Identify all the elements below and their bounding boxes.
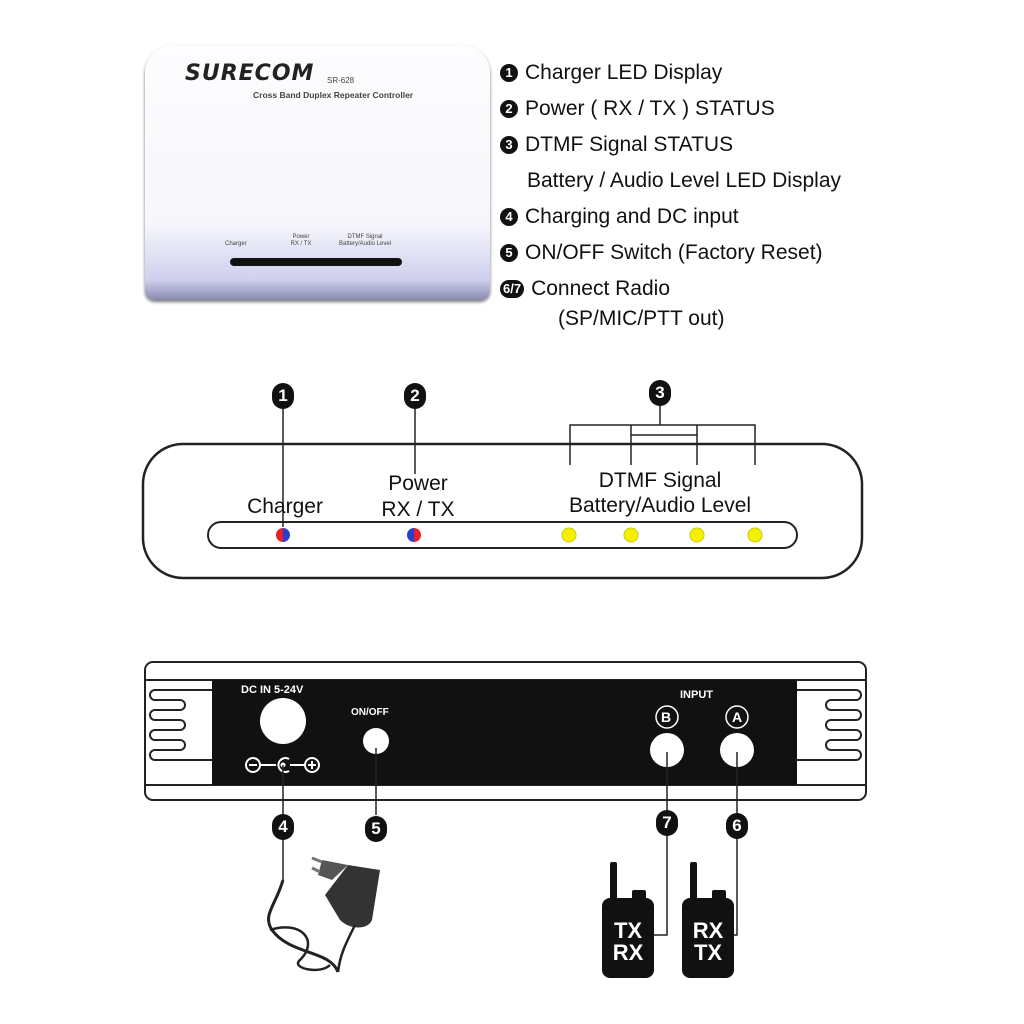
legend-text: Connect Radio: [531, 277, 670, 300]
model-label: SR-628: [327, 76, 355, 85]
port-a-label: A: [732, 709, 743, 725]
cooling-fins-left: [149, 689, 212, 761]
callout-2: 2: [404, 383, 426, 409]
legend-item: Battery / Audio Level LED Display: [500, 163, 841, 199]
led-charger: [276, 528, 290, 542]
legend-text: (SP/MIC/PTT out): [558, 307, 725, 330]
led-power: [407, 528, 421, 542]
rear-black-panel: [212, 680, 797, 785]
legend-item: 2 Power ( RX / TX ) STATUS: [500, 91, 841, 127]
device-dtmf-label: DTMF Signal Battery/Audio Level: [330, 234, 400, 248]
callout-bracket-3: [569, 405, 756, 465]
legend-number: 1: [500, 64, 518, 82]
legend-text: ON/OFF Switch (Factory Reset): [525, 241, 823, 264]
legend-text: Charging and DC input: [525, 205, 739, 228]
legend-number: 3: [500, 136, 518, 154]
callout-1: 1: [272, 383, 294, 409]
callout-6: 6: [726, 813, 748, 839]
device-charger-label: Charger: [225, 241, 247, 247]
legend-number: 4: [500, 208, 518, 226]
led-level-1: [561, 527, 577, 543]
led-strip: [207, 521, 798, 549]
polarity-symbol: [245, 757, 320, 773]
power-label-line2: RX / TX: [381, 498, 455, 521]
callout-3: 3: [649, 380, 671, 406]
radio-a-line2: TX: [693, 940, 723, 965]
led-level-4: [747, 527, 763, 543]
input-label: INPUT: [680, 689, 713, 701]
cooling-fins-right: [797, 689, 862, 761]
legend-number: 5: [500, 244, 518, 262]
radio-a-label: RX TX: [682, 920, 734, 964]
led-level-2: [623, 527, 639, 543]
power-label: Power RX / TX: [358, 471, 478, 523]
device-power-label: Power RX / TX: [283, 234, 319, 248]
radio-a-icon: [682, 862, 734, 978]
legend-item: 6/7 Connect Radio: [500, 271, 841, 307]
port-b-badge: [655, 705, 679, 729]
legend-item: 4 Charging and DC input: [500, 199, 841, 235]
led-level-3: [689, 527, 705, 543]
radio-b-line2: RX: [612, 940, 644, 965]
legend-item: (SP/MIC/PTT out): [500, 301, 841, 337]
legend-item: 1 Charger LED Display: [500, 55, 841, 91]
onoff-label: ON/OFF: [351, 707, 389, 718]
repeater-device-front: SURECOM SR-628 Cross Band Duplex Repeate…: [145, 45, 490, 300]
legend-text: Battery / Audio Level LED Display: [527, 169, 841, 192]
dtmf-label-line1: DTMF Signal: [598, 469, 722, 492]
radio-a-line1: RX: [692, 918, 724, 943]
radio-b-label: TX RX: [602, 920, 654, 964]
surecom-logo: SURECOM: [185, 61, 315, 86]
dtmf-label: DTMF Signal Battery/Audio Level: [540, 468, 780, 518]
port-b-label: B: [661, 709, 672, 725]
legend-item: 5 ON/OFF Switch (Factory Reset): [500, 235, 841, 271]
radio-b-line1: TX: [613, 918, 643, 943]
dc-in-label: DC IN 5-24V: [241, 684, 304, 696]
led-slot: [230, 258, 402, 266]
onoff-button: [363, 728, 389, 754]
device-subtitle: Cross Band Duplex Repeater Controller: [253, 90, 414, 100]
legend-number: 2: [500, 100, 518, 118]
legend-item: 3 DTMF Signal STATUS: [500, 127, 841, 163]
device-power-line1: Power: [292, 234, 310, 240]
legend-text: DTMF Signal STATUS: [525, 133, 734, 156]
legend-text: Charger LED Display: [525, 61, 723, 84]
feature-legend: 1 Charger LED Display 2 Power ( RX / TX ) …: [500, 55, 841, 337]
legend-text: Power ( RX / TX ) STATUS: [525, 97, 775, 120]
device-power-line2: RX / TX: [290, 241, 312, 247]
legend-number: 6/7: [500, 280, 525, 298]
radio-b-icon: [602, 862, 654, 978]
dc-jack: [260, 698, 306, 744]
jack-a: [720, 733, 754, 767]
power-label-line1: Power: [388, 472, 448, 495]
device-dtmf-line2: Battery/Audio Level: [338, 241, 392, 247]
callout-4: 4: [272, 814, 294, 840]
charger-label: Charger: [247, 495, 323, 518]
device-dtmf-line1: DTMF Signal: [347, 234, 383, 240]
dtmf-label-line2: Battery/Audio Level: [568, 494, 752, 517]
callout-7: 7: [656, 810, 678, 836]
callout-5: 5: [365, 816, 387, 842]
power-adapter-icon: [267, 856, 380, 973]
port-a-badge: [725, 705, 749, 729]
jack-b: [650, 733, 684, 767]
